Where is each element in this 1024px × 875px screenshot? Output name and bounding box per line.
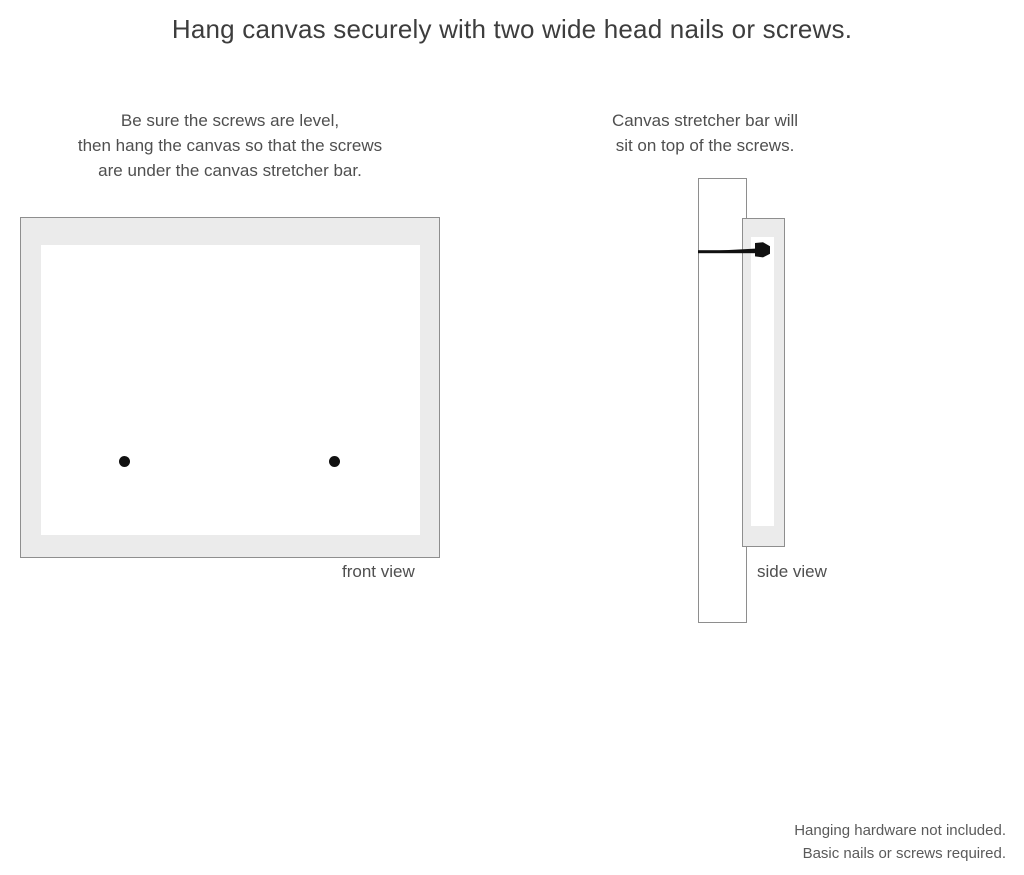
canvas-face-side [751,237,774,526]
side-view-diagram [690,170,870,630]
right-screw-head-icon [329,456,340,467]
front-caption-line-2: then hang the canvas so that the screws [77,136,383,155]
front-caption-line-3: are under the canvas stretcher bar. [98,161,362,180]
canvas-stretcher-bar-side [742,218,785,547]
front-caption-line-1: Be sure the screws are level, [120,111,340,130]
front-view-label: front view [342,562,415,581]
side-caption-line-1: Canvas stretcher bar will [611,111,799,130]
side-view-label: side view [757,562,827,581]
screw-side-icon [698,242,770,258]
side-view-caption: Canvas stretcher bar will sit on top of … [560,108,850,158]
front-view-caption: Be sure the screws are level, then hang … [20,108,440,183]
side-caption-line-2: sit on top of the screws. [615,136,795,155]
footnote-line-2: Basic nails or screws required. [802,845,1006,862]
canvas-face-front [41,245,420,535]
page-title: Hang canvas securely with two wide head … [171,14,853,44]
left-screw-head-icon [119,456,130,467]
front-view-diagram [20,217,440,558]
footnote: Hanging hardware not included. Basic nai… [794,819,1006,865]
footnote-line-1: Hanging hardware not included. [794,822,1006,839]
